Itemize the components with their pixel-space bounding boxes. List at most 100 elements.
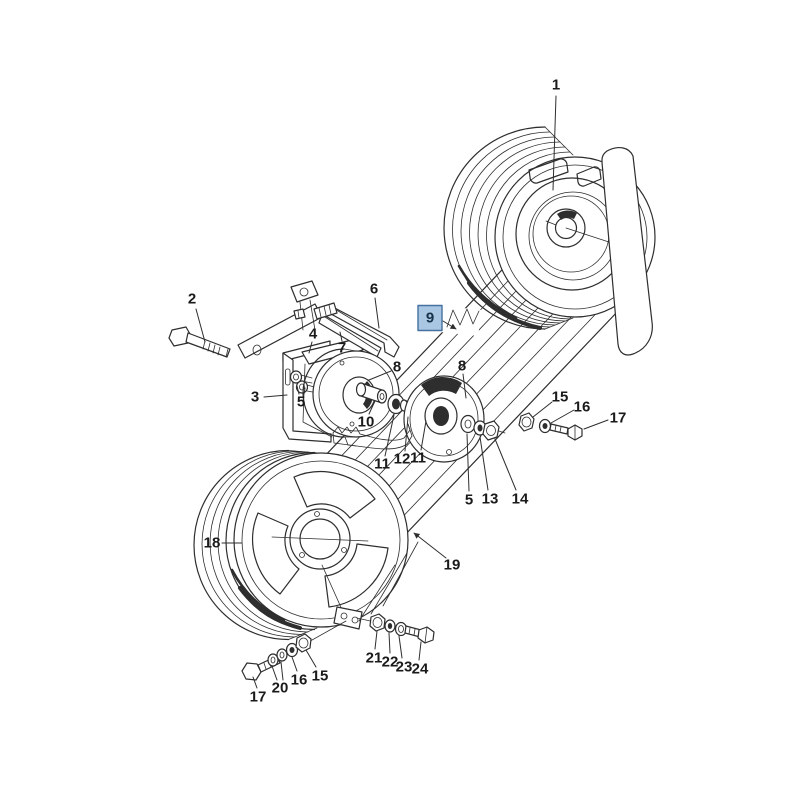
callout-number-11-left: 11	[374, 456, 390, 473]
washer-5	[460, 414, 476, 434]
callout-14: 14	[512, 491, 529, 508]
callout-16-bottom: 16	[291, 672, 308, 689]
callout-number-18: 18	[204, 535, 221, 552]
belt-break-gap	[440, 306, 482, 336]
callout-8-left: 8	[393, 359, 401, 376]
callout-23: 23	[396, 659, 413, 676]
callout-1: 1	[552, 77, 560, 94]
callout-leaders	[195, 95, 609, 689]
callout-leader-6	[374, 297, 380, 329]
callout-number-5-left: 5	[297, 394, 305, 411]
callout-2: 2	[188, 291, 196, 308]
callout-number-11-right: 11	[410, 450, 426, 467]
callout-leader-17-right	[583, 419, 609, 430]
callout-number-21: 21	[366, 650, 383, 667]
fastener-group-bottom-left	[241, 620, 347, 681]
callout-leader-5-left	[296, 385, 300, 395]
callout-number-9: 9	[426, 310, 434, 327]
callout-5-left: 5	[297, 394, 305, 411]
washer-16	[538, 418, 552, 434]
callout-11-right: 11	[410, 450, 426, 467]
drive-belt-front	[358, 541, 419, 622]
callout-leader-24	[418, 641, 422, 661]
sheave-disc-8	[403, 375, 485, 463]
callout-12: 12	[394, 451, 411, 468]
callout-leader-19	[413, 532, 447, 559]
bracket-assembly	[168, 280, 400, 443]
callout-number-17-bottom: 17	[250, 689, 267, 706]
callout-leader-20	[280, 661, 284, 681]
callout-number-24: 24	[412, 661, 429, 678]
callout-number-16-right: 16	[574, 399, 591, 416]
callout-leader-11-left	[384, 414, 395, 457]
callout-leader-13	[479, 436, 489, 491]
callout-leader-1	[552, 95, 557, 191]
callout-3: 3	[251, 389, 259, 406]
washer-22	[384, 619, 396, 633]
strap-clip	[313, 302, 338, 320]
callout-number-23: 23	[396, 659, 413, 676]
nut-15b	[295, 633, 312, 653]
belt-break-zigzag	[446, 308, 480, 328]
callout-8-right: 8	[458, 358, 466, 375]
callout-number-17-right: 17	[610, 410, 627, 427]
sheave-drum-8	[302, 348, 400, 447]
callout-number-4: 4	[309, 326, 318, 343]
belt-far-edge	[601, 146, 653, 356]
callout-21: 21	[366, 650, 383, 667]
callout-6: 6	[370, 281, 378, 298]
callout-number-16-bottom: 16	[291, 672, 308, 689]
callout-17-right: 17	[610, 410, 627, 427]
pulley-slot	[576, 166, 602, 187]
callout-leader-14	[494, 438, 517, 491]
callout-5-center: 5	[465, 492, 473, 509]
callout-leader-8-right	[462, 373, 467, 399]
callout-leader-3	[263, 394, 288, 398]
callout-20: 20	[272, 680, 289, 697]
callout-number-14: 14	[512, 491, 529, 508]
callout-number-3: 3	[251, 389, 259, 406]
washer-16b	[285, 642, 299, 658]
callout-leader-4	[308, 341, 313, 354]
callout-leader-15-bottom	[305, 649, 317, 668]
callout-leader-11-right	[420, 420, 427, 451]
callout-leader-2	[195, 308, 206, 343]
callout-number-6: 6	[370, 281, 378, 298]
tensioner-assembly	[302, 348, 506, 463]
callout-number-7: 7	[338, 340, 346, 357]
callout-4: 4	[309, 326, 318, 343]
callout-leader-7	[339, 331, 343, 342]
callout-number-1: 1	[552, 77, 560, 94]
callout-9[interactable]: 9	[417, 304, 443, 332]
callout-leader-12	[404, 416, 409, 452]
callout-leader-5-center	[466, 433, 470, 492]
callout-number-5-center: 5	[465, 492, 473, 509]
callout-18: 18	[204, 535, 221, 552]
pulley-bottom	[193, 449, 409, 641]
callout-leader-8-left	[368, 370, 392, 381]
nut-15	[518, 412, 535, 432]
callout-number-15-bottom: 15	[312, 668, 329, 685]
callout-11-left: 11	[374, 456, 390, 473]
callout-number-12: 12	[394, 451, 411, 468]
washers-20	[267, 648, 288, 667]
callout-15-bottom: 15	[312, 668, 329, 685]
callout-leader-20	[271, 665, 278, 681]
pulley-slot	[528, 158, 569, 184]
bolt-24	[404, 625, 435, 644]
callout-number-8-right: 8	[458, 358, 466, 375]
callout-17-bottom: 17	[250, 689, 267, 706]
callout-leader-15-right	[532, 401, 553, 418]
callout-number-22: 22	[382, 654, 399, 671]
callout-16-right: 16	[574, 399, 591, 416]
callout-leader-22	[388, 632, 391, 654]
callout-number-15-right: 15	[552, 389, 569, 406]
callout-22: 22	[382, 654, 399, 671]
bolt-2	[168, 326, 231, 358]
callout-leader-5-left	[303, 387, 306, 395]
callout-leader-10	[368, 400, 376, 415]
callout-19: 19	[444, 557, 461, 574]
